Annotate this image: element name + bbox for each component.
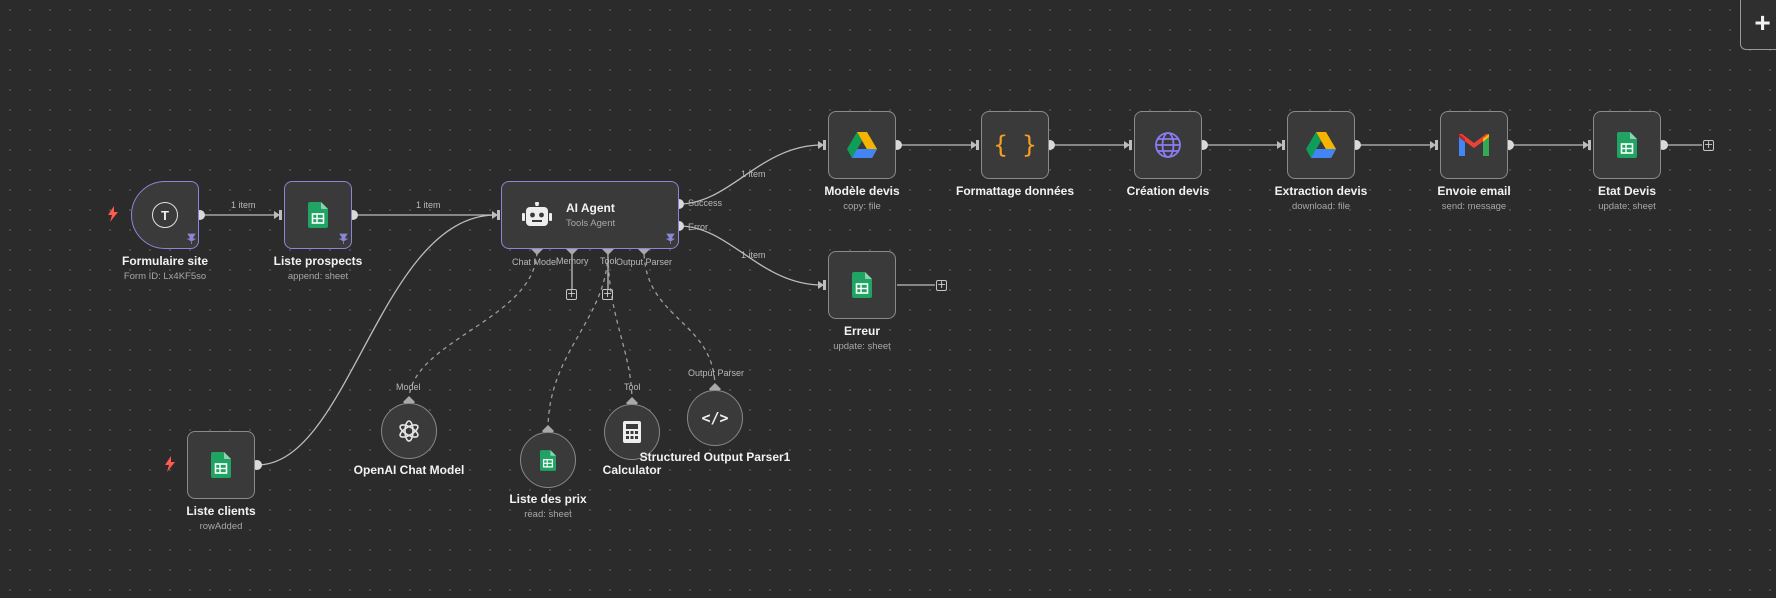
port-label-tool: Tool (600, 256, 617, 266)
node-title: Etat Devis (1597, 184, 1657, 198)
node-etat-devis[interactable] (1593, 111, 1661, 179)
node-subtitle: copy: file (843, 201, 881, 212)
google-drive-icon (847, 132, 877, 158)
node-subtitle: update: sheet (1598, 201, 1656, 212)
robot-icon (522, 202, 552, 226)
node-openai-chat-model[interactable] (381, 403, 437, 459)
edge-label: 1 item (741, 250, 766, 260)
node-structured-output-parser[interactable]: </> (687, 390, 743, 446)
node-subtitle: update: sheet (833, 341, 891, 352)
edge-label-success: Success (688, 198, 723, 208)
node-title: Formulaire site (121, 254, 209, 268)
google-sheets-icon (308, 202, 328, 228)
wire-parser-output (643, 249, 716, 389)
port-label-model: Model (396, 382, 421, 392)
port-label-output-parser-in: Output Parser (688, 368, 745, 378)
form-t-icon: T (152, 202, 178, 228)
code-tag-icon: </> (701, 409, 729, 427)
node-creation-devis[interactable] (1134, 111, 1202, 179)
edge-label: 1 item (416, 200, 441, 210)
node-subtitle: Tools Agent (566, 218, 616, 229)
edge-label: 1 item (741, 169, 766, 179)
node-formulaire-site[interactable]: T (131, 181, 199, 249)
node-title: Liste des prix (509, 492, 587, 506)
google-drive-icon (1306, 132, 1336, 158)
node-modele-devis[interactable] (828, 111, 896, 179)
wire-calculator-tool (607, 249, 633, 403)
node-envoie-email[interactable] (1440, 111, 1508, 179)
node-subtitle: send: message (1441, 201, 1507, 212)
add-next-node-button[interactable]: + (936, 278, 947, 291)
node-extraction-devis[interactable] (1287, 111, 1355, 179)
node-erreur[interactable] (828, 251, 896, 319)
pin-icon (187, 233, 196, 244)
node-subtitle: rowAdded (199, 521, 243, 532)
google-sheets-icon (540, 449, 556, 471)
port-label-memory: Memory (556, 256, 589, 266)
node-title: AI Agent (566, 201, 615, 215)
node-title: Calculator (602, 463, 662, 477)
node-title: Formattage données (955, 184, 1075, 198)
node-subtitle: read: sheet (524, 509, 572, 520)
port-label-output-parser: Output Parser (616, 257, 673, 267)
pin-icon (339, 233, 348, 244)
google-sheets-icon (852, 272, 872, 298)
google-sheets-icon (211, 452, 231, 478)
port-label-tool-in: Tool (624, 382, 641, 392)
node-liste-prospects[interactable] (284, 181, 352, 249)
node-title: Liste clients (186, 504, 256, 518)
node-subtitle: Form ID: Lx4KF5so (123, 271, 207, 282)
node-liste-clients[interactable] (187, 431, 255, 499)
calculator-icon (623, 421, 641, 443)
node-calculator[interactable] (604, 404, 660, 460)
code-braces-icon: { } (993, 131, 1037, 159)
trigger-bolt-icon (165, 456, 175, 472)
add-next-node-button[interactable]: + (1703, 138, 1714, 151)
node-title: Envoie email (1437, 184, 1511, 198)
wire-openai-chatmodel (408, 249, 538, 402)
wire-agent-error-erreur (678, 225, 823, 286)
edge-label: 1 item (231, 200, 256, 210)
wire-prix-tool (547, 249, 609, 431)
node-title: Erreur (843, 324, 881, 338)
node-title: Structured Output Parser1 (639, 450, 791, 464)
trigger-bolt-icon (108, 206, 118, 222)
node-ai-agent[interactable]: AI Agent Tools Agent (501, 181, 679, 249)
node-liste-des-prix[interactable] (520, 432, 576, 488)
wire-agent-success-modele (678, 144, 823, 205)
node-title: Création devis (1126, 184, 1210, 198)
google-sheets-icon (1617, 132, 1637, 158)
globe-icon (1155, 132, 1181, 158)
node-title: Liste prospects (273, 254, 363, 268)
node-title: Modèle devis (824, 184, 900, 198)
add-node-button[interactable]: + (1740, 0, 1776, 50)
node-formattage-donnees[interactable]: { } (981, 111, 1049, 179)
add-tool-button[interactable]: + (602, 287, 613, 300)
openai-icon (399, 420, 419, 442)
edge-label-error: Error (688, 222, 708, 232)
wire-clients-agent (256, 214, 497, 466)
gmail-icon (1459, 134, 1489, 156)
add-memory-button[interactable]: + (566, 287, 577, 300)
node-subtitle: download: file (1291, 201, 1351, 212)
node-title: OpenAI Chat Model (353, 463, 465, 477)
pin-icon (666, 233, 675, 244)
node-title: Extraction devis (1274, 184, 1368, 198)
port-label-chat-model: Chat Model (512, 257, 559, 267)
node-subtitle: append: sheet (287, 271, 349, 282)
